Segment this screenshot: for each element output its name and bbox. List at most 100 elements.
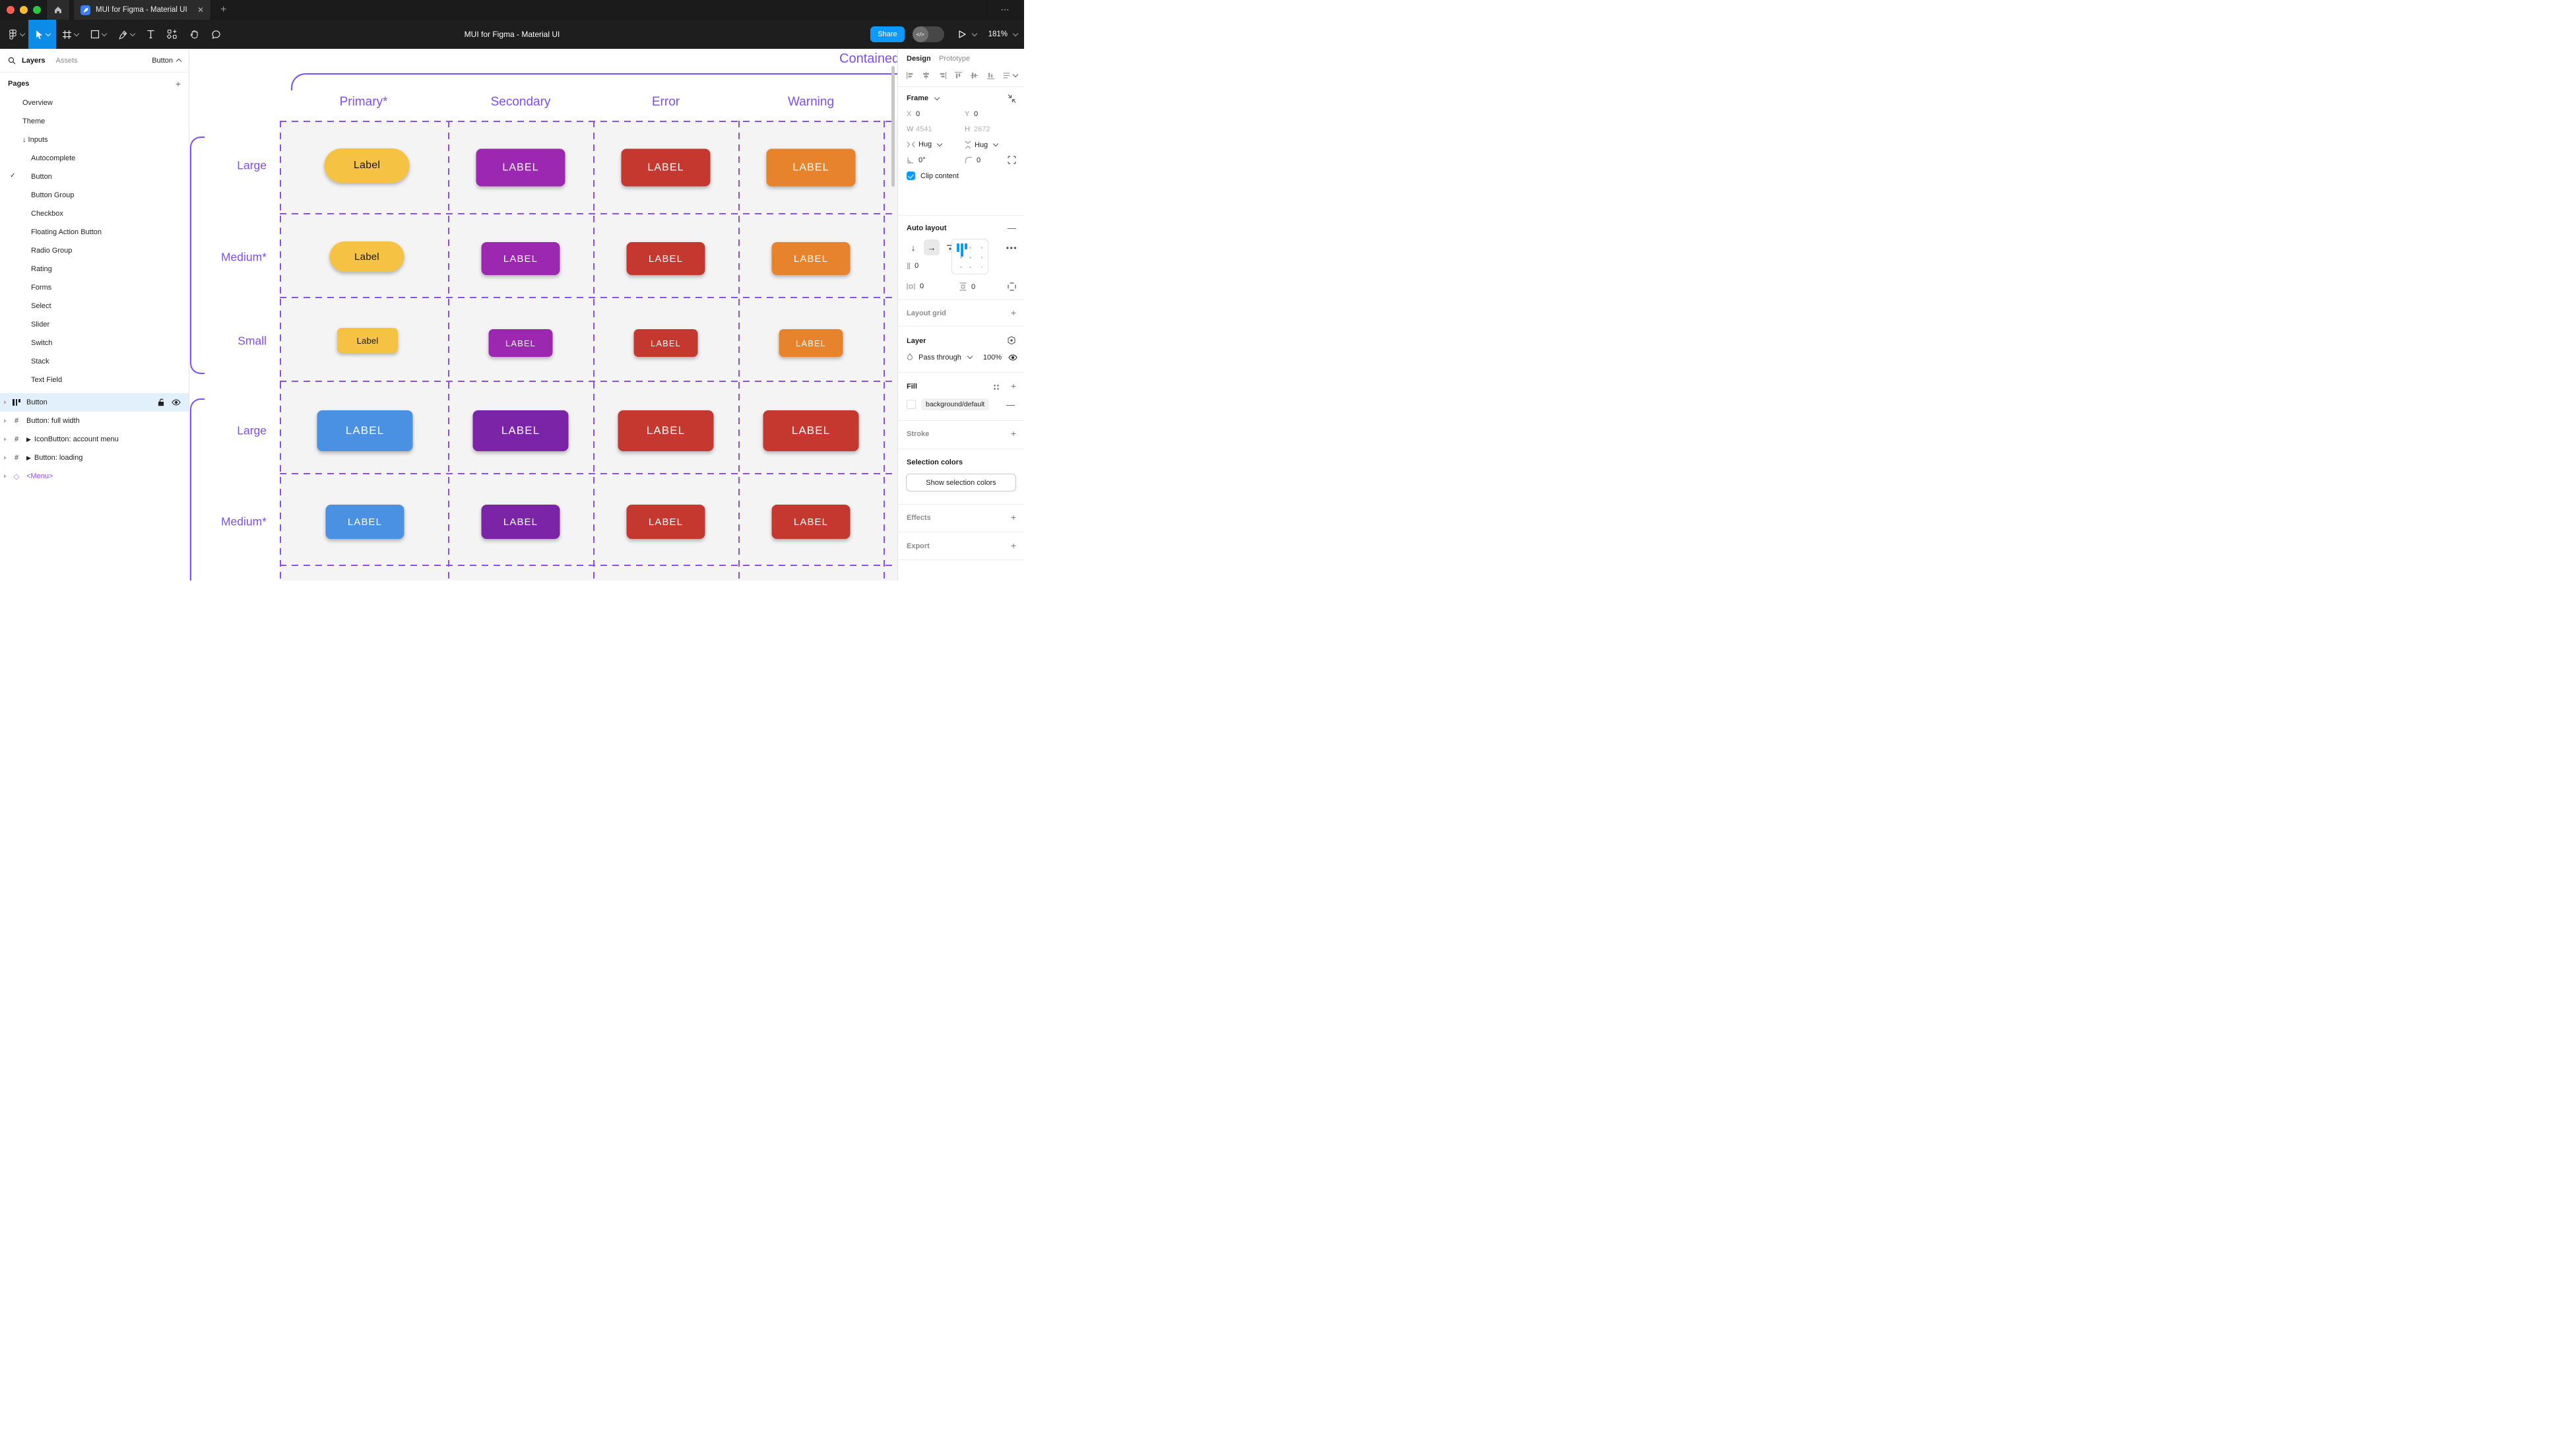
add-export-button[interactable]: + (1010, 540, 1016, 551)
add-layout-grid-button[interactable]: + (1010, 307, 1016, 318)
chevron-down-icon[interactable] (129, 30, 136, 36)
hand-tool[interactable] (183, 20, 205, 49)
page-item[interactable]: Select (31, 302, 51, 310)
file-tab[interactable]: MUI for Figma - Material UI ✕ (74, 0, 211, 20)
canvas-button[interactable]: LABEL (325, 505, 404, 539)
visibility-eye-icon[interactable] (172, 399, 181, 406)
page-item[interactable]: Rating (31, 265, 52, 273)
disclosure-caret-icon[interactable] (4, 400, 7, 404)
canvas-button[interactable]: LABEL (621, 148, 711, 187)
add-stroke-button[interactable]: + (1010, 428, 1016, 439)
canvas-button[interactable]: LABEL (763, 410, 859, 451)
page-item[interactable]: Switch (31, 339, 53, 347)
canvas-button[interactable]: LABEL (779, 329, 843, 357)
canvas-button[interactable]: LABEL (481, 505, 560, 539)
layer-item-frame[interactable]: # ▶ IconButton: account menu (0, 430, 189, 449)
canvas-button[interactable]: LABEL (633, 329, 698, 357)
disclosure-caret-icon[interactable] (4, 437, 7, 441)
align-v-center-icon[interactable] (970, 71, 979, 80)
chevron-down-icon[interactable] (101, 30, 108, 36)
align-bottom-icon[interactable] (986, 71, 995, 80)
styles-icon[interactable] (992, 383, 1000, 391)
text-tool[interactable] (141, 20, 161, 49)
add-page-button[interactable]: + (175, 79, 181, 89)
collapse-icon[interactable] (1008, 94, 1016, 103)
page-item[interactable]: Floating Action Button (31, 228, 102, 236)
page-item[interactable]: Slider (31, 321, 50, 329)
shape-tool[interactable] (84, 20, 112, 49)
align-h-center-icon[interactable] (922, 71, 930, 80)
remove-auto-layout-button[interactable]: — (1008, 223, 1016, 233)
comment-tool[interactable] (205, 20, 227, 49)
pen-tool[interactable] (112, 20, 141, 49)
canvas-button[interactable]: LABEL (771, 505, 851, 539)
align-right-icon[interactable] (938, 71, 947, 80)
zoom-menu[interactable]: 181% (988, 30, 1019, 38)
page-item-current[interactable]: ✓ Button (10, 172, 52, 181)
fill-token-chip[interactable]: background/default (921, 398, 990, 410)
page-item[interactable]: Autocomplete (31, 154, 76, 162)
page-item[interactable]: Checkbox (31, 210, 63, 218)
vertical-sizing-field[interactable]: Hug (965, 141, 999, 149)
main-menu-button[interactable] (0, 20, 28, 49)
layer-item-frame[interactable]: # ▶ Button: loading (0, 449, 189, 467)
page-item[interactable]: Theme (22, 117, 46, 125)
layer-item-frame[interactable]: # Button: full width (0, 412, 189, 430)
chevron-down-icon[interactable] (45, 30, 51, 36)
close-window-button[interactable] (7, 6, 15, 14)
remove-fill-button[interactable]: — (1006, 399, 1015, 410)
layer-item-instance[interactable]: ◇ <Menu> (0, 467, 189, 486)
distribute-menu[interactable] (1002, 71, 1019, 80)
canvas-button[interactable]: Label (337, 328, 398, 353)
page-item[interactable]: Overview (22, 99, 53, 107)
window-menu-button[interactable]: ⋯ (1000, 5, 1011, 15)
present-button[interactable] (957, 30, 977, 39)
canvas-button[interactable]: LABEL (476, 148, 565, 187)
search-icon[interactable] (8, 57, 16, 65)
canvas-scrollbar[interactable] (891, 66, 895, 187)
blend-mode-select[interactable]: Pass through (918, 354, 973, 362)
tab-layers[interactable]: Layers (22, 56, 46, 65)
rotation-field[interactable]: 0° (907, 156, 926, 164)
canvas-button[interactable]: LABEL (481, 242, 560, 275)
canvas-viewport[interactable]: Contained Primary* Secondary Error Warni… (189, 49, 897, 581)
move-tool-selected[interactable] (28, 20, 56, 49)
page-item[interactable]: Button Group (31, 191, 75, 199)
canvas-button[interactable]: LABEL (766, 148, 856, 187)
unlock-icon[interactable] (158, 398, 165, 406)
individual-padding-icon[interactable] (1008, 282, 1016, 291)
clip-content-checkbox[interactable]: Clip content (907, 172, 959, 180)
show-selection-colors-button[interactable]: Show selection colors (906, 474, 1016, 491)
disclosure-caret-icon[interactable] (4, 456, 7, 460)
blend-mode-icon[interactable] (1007, 336, 1016, 345)
page-item[interactable]: Text Field (31, 376, 63, 384)
canvas-button[interactable]: LABEL (771, 242, 851, 275)
page-item[interactable]: ↓ Inputs (22, 136, 48, 144)
page-item[interactable]: Stack (31, 358, 49, 365)
page-item[interactable]: Radio Group (31, 247, 73, 255)
fullscreen-window-button[interactable] (33, 6, 41, 14)
tab-close-icon[interactable]: ✕ (197, 5, 204, 15)
home-tab-button[interactable] (46, 0, 70, 20)
alignment-widget[interactable] (951, 239, 988, 274)
layer-item-button[interactable]: Button (0, 393, 189, 412)
direction-vertical-button[interactable]: ↓ (911, 242, 916, 253)
disclosure-caret-icon[interactable] (4, 474, 7, 478)
canvas-button[interactable]: LABEL (317, 410, 413, 451)
new-tab-button[interactable]: + (220, 4, 227, 15)
canvas-button[interactable]: Label (324, 148, 410, 183)
frame-section-header[interactable]: Frame (907, 94, 940, 102)
canvas-button[interactable]: LABEL (626, 242, 705, 275)
align-top-icon[interactable] (954, 71, 963, 80)
corner-radius-field[interactable]: 0 (965, 156, 981, 164)
gap-field[interactable]: ]|[ 0 (907, 262, 919, 270)
dev-mode-toggle[interactable]: </> (912, 26, 944, 42)
tab-design[interactable]: Design (907, 55, 931, 63)
add-effect-button[interactable]: + (1010, 512, 1016, 522)
page-item[interactable]: Forms (31, 284, 52, 292)
opacity-value[interactable]: 100% (982, 353, 1002, 362)
